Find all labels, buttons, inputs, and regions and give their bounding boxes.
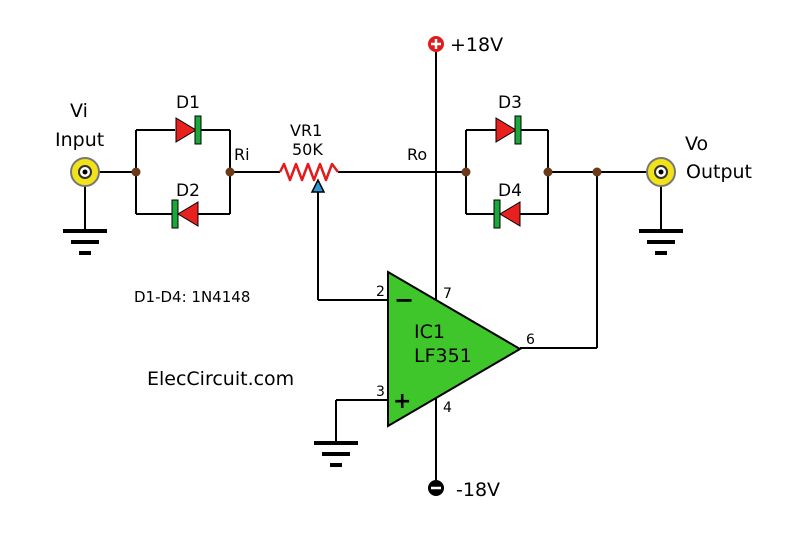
inverting-sign: − <box>394 286 414 314</box>
d1-label: D1 <box>176 93 200 113</box>
vi-label: Vi <box>70 100 88 122</box>
opamp-ground-icon <box>314 441 358 467</box>
pin2-label: 2 <box>376 284 385 300</box>
pin7-label: 7 <box>443 286 452 302</box>
vo-label: Vo <box>685 133 708 155</box>
d2-label: D2 <box>176 181 200 201</box>
pin3-label: 3 <box>376 384 385 400</box>
negative-supply-label: -18V <box>456 479 500 501</box>
junction-dot <box>543 167 553 177</box>
diode-d3-icon <box>495 115 522 145</box>
ic-name-label: IC1 <box>414 321 445 343</box>
opamp-ic1-icon <box>387 270 522 428</box>
ro-label: Ro <box>407 145 427 164</box>
diode-d4-icon <box>493 199 521 229</box>
junction-dot <box>592 167 602 177</box>
diode-note: D1-D4: 1N4148 <box>134 288 250 306</box>
vr1-label: VR1 <box>290 121 322 140</box>
diode-d1-icon <box>175 115 202 145</box>
vr1-value-label: 50K <box>292 140 323 159</box>
d4-label: D4 <box>498 181 522 201</box>
junction-dot <box>131 167 141 177</box>
positive-supply-label: +18V <box>450 34 503 56</box>
ri-label: Ri <box>234 145 250 164</box>
input-ground-icon <box>63 229 107 255</box>
noninverting-sign: + <box>393 389 411 414</box>
output-label: Output <box>686 161 752 183</box>
output-jack-icon <box>646 157 676 187</box>
positive-supply-icon <box>428 36 444 52</box>
diode-d2-icon <box>171 199 199 229</box>
junction-dots <box>131 167 602 177</box>
junction-dot <box>225 167 235 177</box>
input-label: Input <box>55 129 104 151</box>
ic-part-label: LF351 <box>414 345 472 367</box>
d3-label: D3 <box>498 93 522 113</box>
potentiometer-vr1-icon <box>278 162 339 193</box>
junction-dot <box>461 167 471 177</box>
brand-label: ElecCircuit.com <box>147 368 294 390</box>
pin4-label: 4 <box>443 400 452 416</box>
negative-supply-icon <box>428 480 444 496</box>
pin6-label: 6 <box>526 332 535 348</box>
input-jack-icon <box>70 157 100 187</box>
output-ground-icon <box>639 229 683 255</box>
wires <box>84 52 662 480</box>
